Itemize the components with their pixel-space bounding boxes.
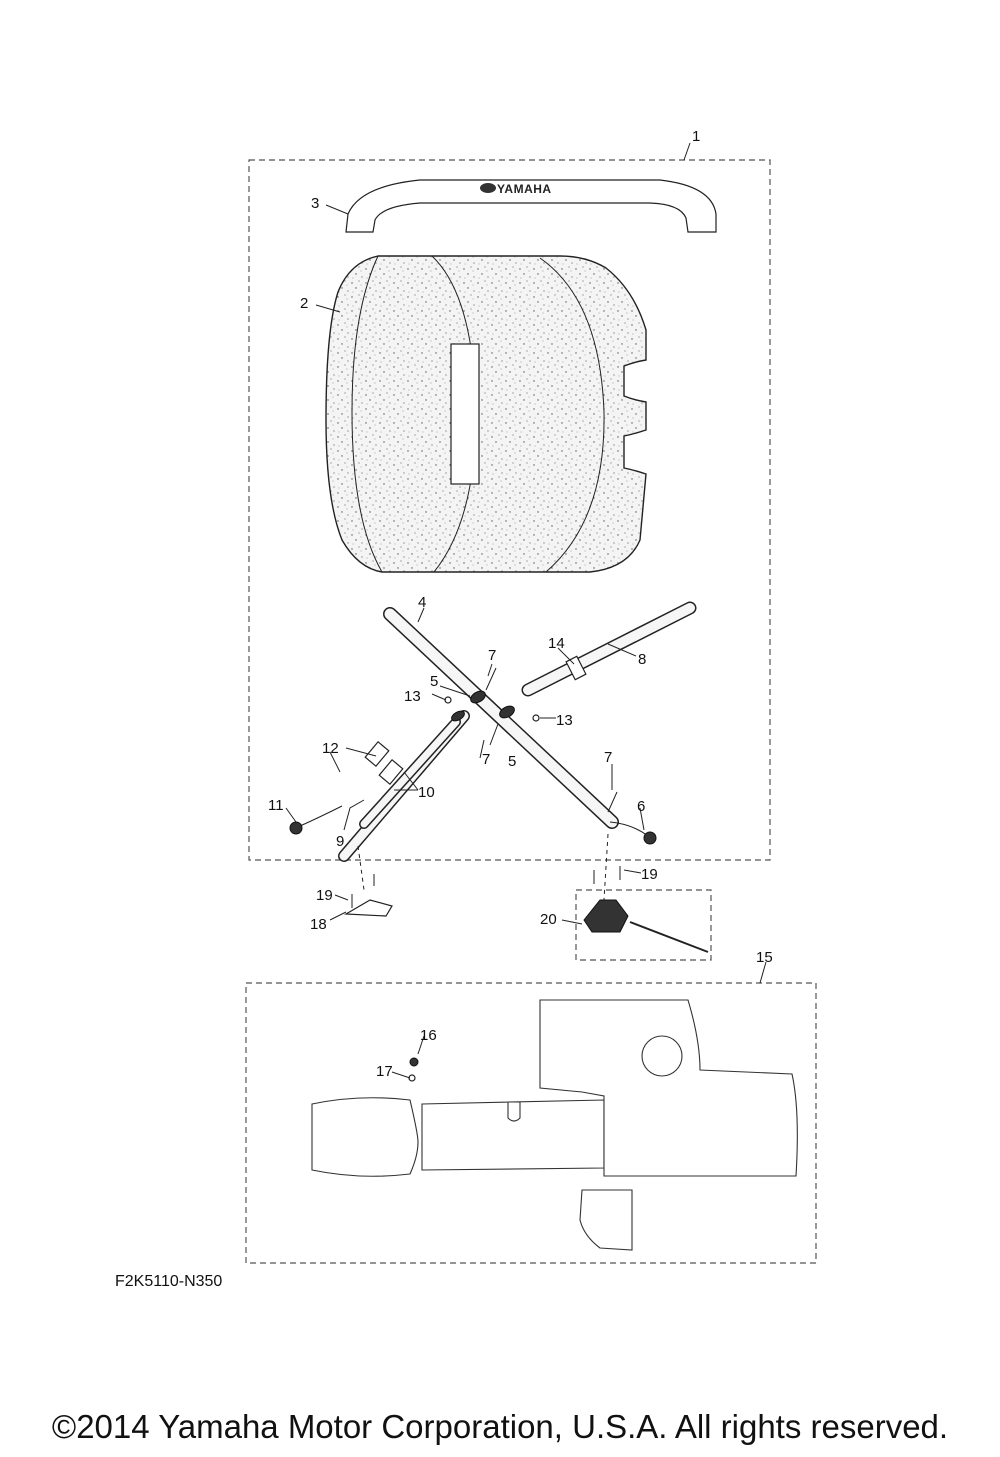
callout-19-a: 19 <box>316 887 333 904</box>
callout-12: 12 <box>322 740 339 757</box>
callout-4: 4 <box>418 594 426 611</box>
callout-7-a: 7 <box>488 647 496 664</box>
cable-part-11 <box>289 805 343 835</box>
assembly-box-20 <box>575 889 712 961</box>
seat-part-2 <box>325 255 647 573</box>
tube-part-4 <box>383 607 619 829</box>
copyright-notice: ©2014 Yamaha Motor Corporation, U.S.A. A… <box>51 1408 949 1445</box>
callout-18: 18 <box>310 916 327 933</box>
assembly-box-1 <box>248 159 771 861</box>
callout-16: 16 <box>420 1027 437 1044</box>
tubes-part-9-10 <box>338 710 470 862</box>
tube-part-8 <box>521 601 697 697</box>
callout-13-b: 13 <box>556 712 573 729</box>
grab-handle-part-3: YAMAHA <box>345 179 717 233</box>
latch-part-20 <box>583 866 709 953</box>
cable-part-6 <box>609 821 657 845</box>
callout-2: 2 <box>300 295 308 312</box>
mount-part-18 <box>343 874 393 917</box>
screws-small <box>329 667 618 813</box>
callout-7-b: 7 <box>482 751 490 768</box>
callout-5-b: 5 <box>508 753 516 770</box>
callout-6: 6 <box>637 798 645 815</box>
mat-part-15 <box>311 999 798 1251</box>
callout-15: 15 <box>756 949 773 966</box>
callout-3: 3 <box>311 195 319 212</box>
callout-5-a: 5 <box>430 673 438 690</box>
callout-7-c: 7 <box>604 749 612 766</box>
callout-20: 20 <box>540 911 557 928</box>
brand-label: YAMAHA <box>497 182 552 196</box>
drawing-code: F2K5110-N350 <box>115 1273 223 1290</box>
callout-19-b: 19 <box>641 866 658 883</box>
bracket-part-5 <box>451 690 515 722</box>
callout-9: 9 <box>336 833 344 850</box>
assembly-box-15 <box>245 982 817 1264</box>
callout-8: 8 <box>638 651 646 668</box>
callout-14: 14 <box>548 635 565 652</box>
callout-11: 11 <box>268 797 284 814</box>
callout-1: 1 <box>692 128 700 145</box>
callout-10: 10 <box>418 784 435 801</box>
callout-13-a: 13 <box>404 688 421 705</box>
callout-17: 17 <box>376 1063 393 1080</box>
